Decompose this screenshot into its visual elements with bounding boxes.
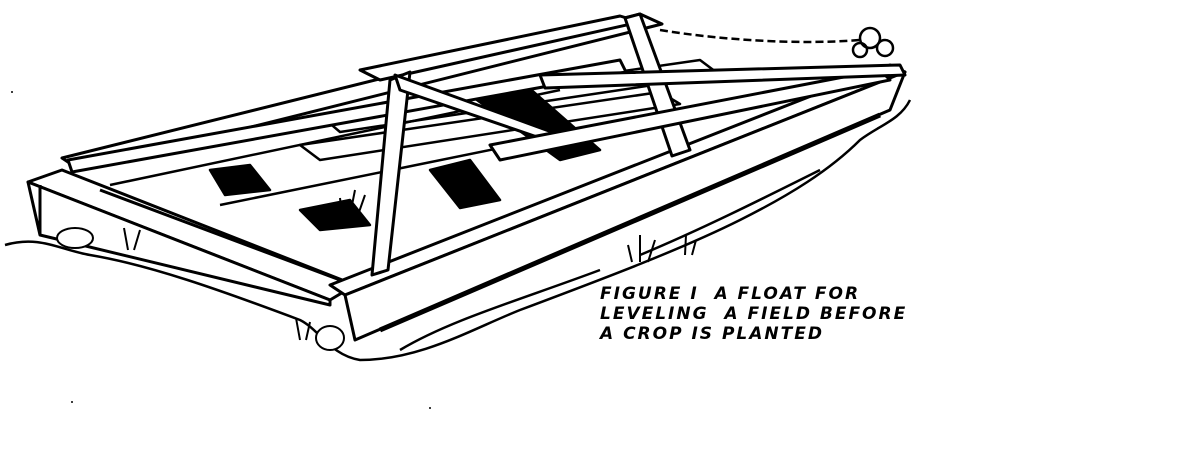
rocks-and-grass xyxy=(56,189,697,351)
caption-line: FIGURE I A FLOAT FOR xyxy=(600,284,861,304)
caption-line: LEVELING A FIELD BEFORE xyxy=(600,304,908,324)
figure-caption: FIGURE I A FLOAT FOR LEVELING A FIELD BE… xyxy=(600,284,907,344)
caption-line: A CROP IS PLANTED xyxy=(600,324,824,344)
cross-braces xyxy=(66,12,907,277)
front-side-plank xyxy=(328,63,907,342)
tow-chain xyxy=(659,26,895,59)
ground xyxy=(4,99,912,362)
